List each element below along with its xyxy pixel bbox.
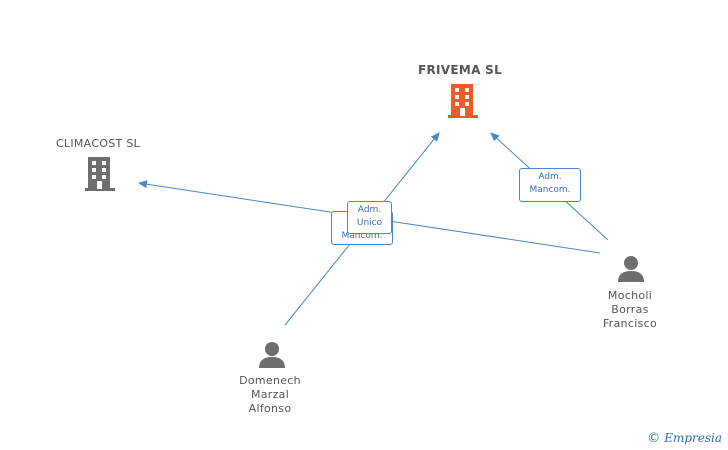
- copyright-symbol: ©: [647, 431, 661, 446]
- role-line: Mancom.: [529, 185, 571, 195]
- person-name-line: Alfonso: [248, 402, 292, 415]
- role-line: Adm.: [357, 205, 382, 215]
- person-label-mocholi[interactable]: Mocholi Borras Francisco: [580, 289, 680, 331]
- person-icon[interactable]: [258, 340, 286, 368]
- role-box-mocholi-frivema[interactable]: Adm. Mancom.: [519, 168, 581, 202]
- building-icon[interactable]: [447, 84, 479, 118]
- company-label-climacost[interactable]: CLIMACOST SL: [55, 137, 141, 150]
- person-label-domenech[interactable]: Domenech Marzal Alfonso: [220, 374, 320, 416]
- person-name-line: Francisco: [602, 317, 658, 330]
- role-line: Mancom.: [341, 231, 383, 241]
- company-label-frivema[interactable]: FRIVEMA SL: [417, 63, 503, 77]
- person-icon[interactable]: [617, 254, 645, 282]
- role-box-domenech-frivema[interactable]: Adm. Unico: [347, 201, 392, 234]
- person-name-line: Borras: [611, 303, 649, 316]
- brand-name: Empresia: [664, 431, 722, 445]
- person-name-line: Mocholi: [607, 289, 653, 302]
- footer-brand: ©Empresia: [647, 431, 722, 446]
- person-name-line: Marzal: [250, 388, 290, 401]
- role-line: Adm.: [538, 172, 562, 182]
- role-line: Unico: [356, 218, 383, 228]
- person-name-line: Domenech: [239, 374, 301, 387]
- building-icon[interactable]: [84, 157, 116, 191]
